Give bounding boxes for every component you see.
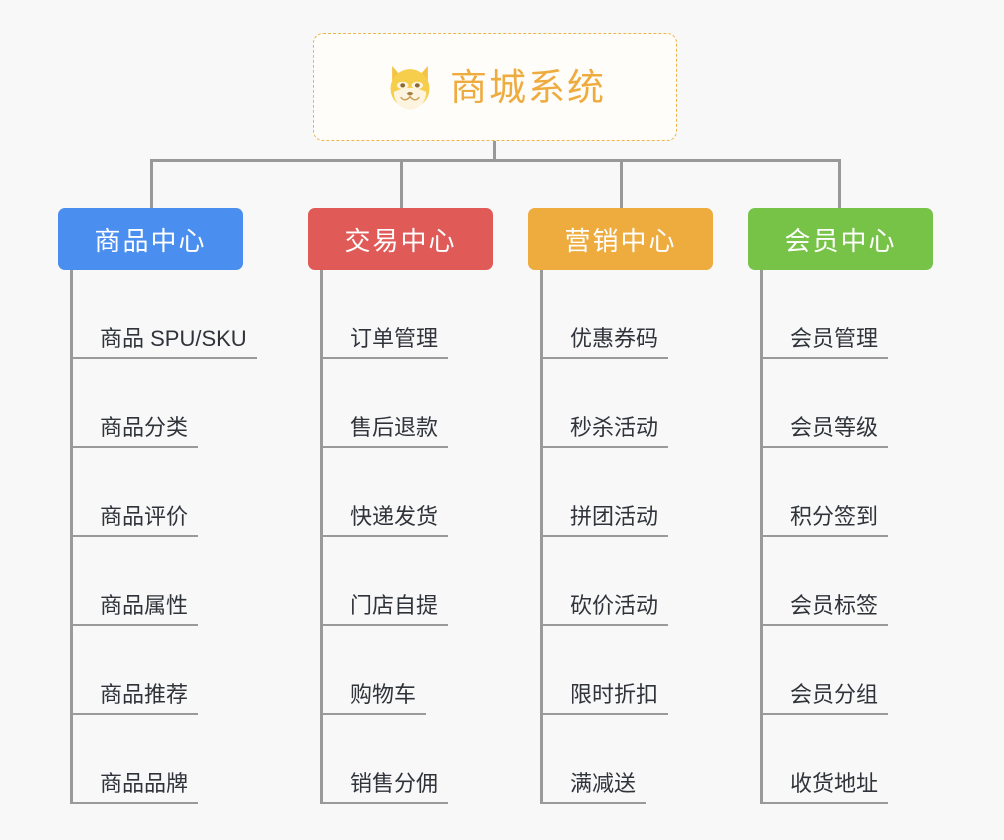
leaf-label: 售后退款 — [320, 415, 449, 448]
leaf-label: 拼团活动 — [540, 504, 669, 537]
list-item[interactable]: 限时折扣 — [540, 626, 713, 715]
branch-column-3: 营销中心 优惠券码 秒杀活动 拼团活动 砍价活动 限时折扣 满减送 — [528, 208, 713, 804]
list-item[interactable]: 商品属性 — [70, 537, 243, 626]
branch-header-1[interactable]: 商品中心 — [58, 208, 243, 270]
list-item[interactable]: 售后退款 — [320, 359, 493, 448]
root-node[interactable]: 商城系统 — [313, 33, 677, 141]
branch-items-1: 商品 SPU/SKU 商品分类 商品评价 商品属性 商品推荐 商品品牌 — [70, 270, 257, 804]
branch-header-label: 商品中心 — [94, 225, 207, 256]
list-item[interactable]: 收货地址 — [760, 715, 933, 804]
leaf-label: 商品品牌 — [70, 771, 199, 804]
branch-header-label: 交易中心 — [344, 225, 457, 256]
leaf-label: 快递发货 — [320, 504, 449, 537]
connector-drop-3 — [620, 159, 623, 208]
leaf-label: 会员管理 — [760, 326, 889, 359]
list-item[interactable]: 购物车 — [320, 626, 493, 715]
branch-header-label: 会员中心 — [784, 225, 897, 256]
leaf-label: 商品评价 — [70, 504, 199, 537]
list-item[interactable]: 商品 SPU/SKU — [70, 270, 257, 359]
leaf-label: 商品属性 — [70, 593, 199, 626]
branch-header-3[interactable]: 营销中心 — [528, 208, 713, 270]
list-item[interactable]: 门店自提 — [320, 537, 493, 626]
list-item[interactable]: 商品推荐 — [70, 626, 243, 715]
list-item[interactable]: 会员标签 — [760, 537, 933, 626]
branch-column-1: 商品中心 商品 SPU/SKU 商品分类 商品评价 商品属性 商品推荐 商品品牌 — [58, 208, 257, 804]
list-item[interactable]: 商品评价 — [70, 448, 243, 537]
shiba-inu-icon — [390, 65, 430, 110]
leaf-label: 限时折扣 — [540, 682, 669, 715]
leaf-label: 订单管理 — [320, 326, 449, 359]
leaf-label: 积分签到 — [760, 504, 889, 537]
leaf-label: 秒杀活动 — [540, 415, 669, 448]
leaf-label: 砍价活动 — [540, 593, 669, 626]
list-item[interactable]: 订单管理 — [320, 270, 493, 359]
connector-horizontal-bus — [150, 159, 841, 162]
list-item[interactable]: 积分签到 — [760, 448, 933, 537]
leaf-label: 收货地址 — [760, 771, 889, 804]
list-item[interactable]: 砍价活动 — [540, 537, 713, 626]
connector-root-stem — [493, 141, 496, 162]
list-item[interactable]: 满减送 — [540, 715, 713, 804]
list-item[interactable]: 拼团活动 — [540, 448, 713, 537]
leaf-label: 商品分类 — [70, 415, 199, 448]
leaf-label: 门店自提 — [320, 593, 449, 626]
branch-column-4: 会员中心 会员管理 会员等级 积分签到 会员标签 会员分组 收货地址 — [748, 208, 933, 804]
connector-drop-4 — [838, 159, 841, 208]
list-item[interactable]: 秒杀活动 — [540, 359, 713, 448]
list-item[interactable]: 会员等级 — [760, 359, 933, 448]
connector-drop-1 — [150, 159, 153, 208]
root-title: 商城系统 — [450, 66, 606, 108]
leaf-label: 商品推荐 — [70, 682, 199, 715]
list-item[interactable]: 优惠券码 — [540, 270, 713, 359]
branch-header-label: 营销中心 — [564, 225, 677, 256]
branch-header-4[interactable]: 会员中心 — [748, 208, 933, 270]
branch-items-2: 订单管理 售后退款 快递发货 门店自提 购物车 销售分佣 — [320, 270, 493, 804]
branch-column-2: 交易中心 订单管理 售后退款 快递发货 门店自提 购物车 销售分佣 — [308, 208, 493, 804]
leaf-label: 会员分组 — [760, 682, 889, 715]
branch-items-3: 优惠券码 秒杀活动 拼团活动 砍价活动 限时折扣 满减送 — [540, 270, 713, 804]
branch-items-4: 会员管理 会员等级 积分签到 会员标签 会员分组 收货地址 — [760, 270, 933, 804]
list-item[interactable]: 商品分类 — [70, 359, 243, 448]
list-item[interactable]: 会员分组 — [760, 626, 933, 715]
leaf-label: 销售分佣 — [320, 771, 449, 804]
list-item[interactable]: 快递发货 — [320, 448, 493, 537]
leaf-label: 优惠券码 — [540, 326, 669, 359]
list-item[interactable]: 商品品牌 — [70, 715, 243, 804]
list-item[interactable]: 会员管理 — [760, 270, 933, 359]
leaf-label: 会员等级 — [760, 415, 889, 448]
leaf-label: 购物车 — [320, 682, 427, 715]
connector-drop-2 — [400, 159, 403, 208]
branch-header-2[interactable]: 交易中心 — [308, 208, 493, 270]
list-item[interactable]: 销售分佣 — [320, 715, 493, 804]
leaf-label: 会员标签 — [760, 593, 889, 626]
leaf-label: 商品 SPU/SKU — [70, 326, 257, 359]
leaf-label: 满减送 — [540, 771, 647, 804]
